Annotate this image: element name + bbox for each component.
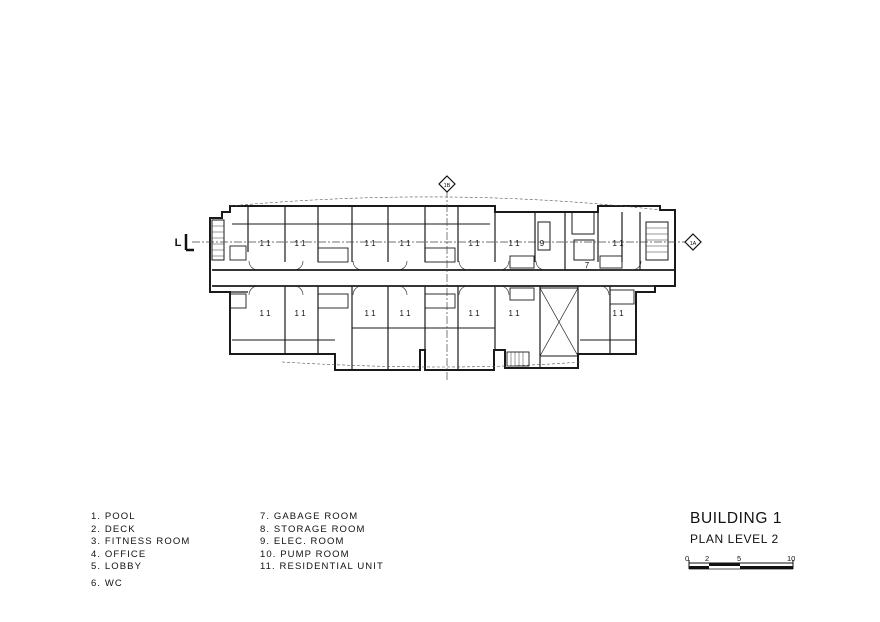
legend-item: 10. PUMP ROOM [260,548,350,560]
legend-item: 8. STORAGE ROOM [260,523,366,535]
scale-label-10: 10 [787,554,796,563]
section-marker-1a-label: 1A [690,241,697,247]
unit-label: 1 1 [259,239,271,248]
section-markers [184,175,702,252]
unit-label: 1 1 [294,239,306,248]
section-marker-1b-label: 1B [444,183,451,189]
unit-label: 1 1 [399,309,411,318]
legend-item: 2. DECK [91,523,136,535]
building-title: BUILDING 1 [690,510,783,527]
legend-left-column: 1. POOL 2. DECK 3. FITNESS ROOM 4. OFFIC… [91,511,190,591]
unit-label: 1 1 [468,239,480,248]
unit-label: 1 1 [612,309,624,318]
legend-item: 1. POOL [91,511,136,522]
unit-label: 1 1 [294,309,306,318]
stair-treads [212,225,668,366]
legend-item: 4. OFFICE [91,548,147,560]
unit-label: 1 1 [612,239,624,248]
unit-label: 1 1 [259,309,271,318]
building-walls [209,205,676,371]
legend-item: 5. LOBBY [91,561,143,573]
grid-lines [192,190,688,380]
section-letter: L [175,237,182,249]
plan-level-title: PLAN LEVEL 2 [690,532,779,546]
scale-bar [688,560,794,570]
elec-room-label: 9 [540,239,545,248]
garbage-room-label: 7 [585,261,590,270]
unit-label: 1 1 [364,309,376,318]
unit-label: 1 1 [468,309,480,318]
roof-outline [229,196,661,368]
legend-item: 9. ELEC. ROOM [260,536,345,548]
unit-label: 1 1 [364,239,376,248]
unit-label: 1 1 [508,309,520,318]
scale-label-5: 5 [737,554,742,563]
scale-label-2: 2 [705,554,710,563]
unit-label: 1 1 [508,239,520,248]
legend-right-column: 7. GABAGE ROOM 8. STORAGE ROOM 9. ELEC. … [260,511,384,574]
legend-item: 6. WC [91,577,123,589]
legend-item: 11. RESIDENTIAL UNIT [260,561,384,573]
door-swings [248,260,642,296]
legend-item: 7. GABAGE ROOM [260,511,359,522]
room-labels: 1B 1A 1 1 1 1 1 1 1 1 1 1 1 1 1 1 9 7 1 … [175,183,697,318]
legend-item: 3. FITNESS ROOM [91,536,191,548]
scale-label-0: 0 [685,554,690,563]
unit-label: 1 1 [399,239,411,248]
